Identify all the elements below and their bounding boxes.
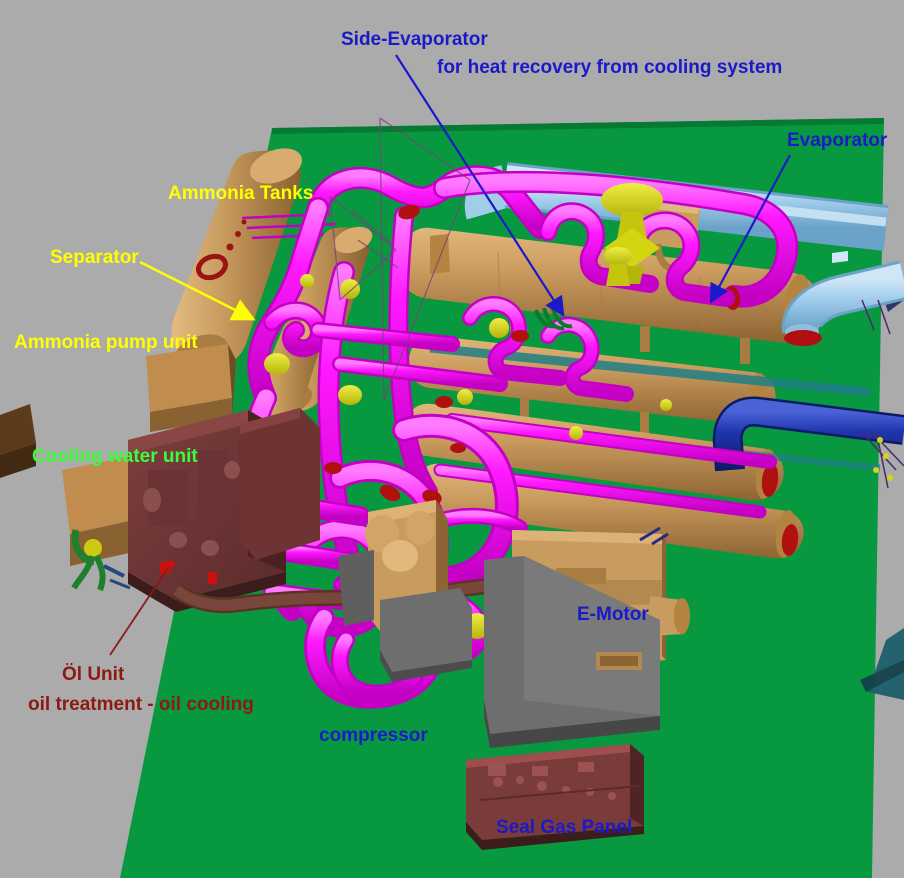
leader-side-evaporator <box>395 54 565 317</box>
dark-blue-pipe <box>712 396 904 472</box>
label-compressor: compressor <box>319 725 428 746</box>
light-blue-duct-elbow <box>781 260 904 346</box>
label-oel-unit: Öl Unit <box>62 664 125 685</box>
compressor-body <box>338 500 472 682</box>
label-ammonia-pump-unit: Ammonia pump unit <box>14 332 198 353</box>
label-e-motor: E-Motor <box>577 604 649 625</box>
leader-evaporator <box>709 154 791 304</box>
label-ammonia-tanks: Ammonia Tanks <box>168 183 314 204</box>
valve-mid-b <box>457 389 473 405</box>
annotation-leaders <box>109 54 791 656</box>
seal-gas-panel-skid <box>466 744 644 850</box>
left-dark-box <box>0 404 36 478</box>
frame-lines <box>329 117 471 401</box>
leader-separator <box>139 260 256 321</box>
valves-yellow <box>264 183 672 639</box>
label-oil-treatment: oil treatment - oil cooling <box>28 694 254 715</box>
valve-tank-a <box>340 279 360 299</box>
valve-tank-c <box>338 385 362 405</box>
right-small-valves <box>873 437 893 481</box>
valve-tank-b <box>264 353 290 375</box>
ammonia-pump-unit-box <box>146 344 236 432</box>
floor-placard <box>832 251 848 263</box>
leader-oel-unit <box>109 564 171 656</box>
oil-unit-skid <box>128 408 320 612</box>
valve-tank-d <box>300 274 314 288</box>
label-evaporator: Evaporator <box>787 130 888 151</box>
right-support-lines <box>859 299 904 489</box>
floor-slab-edge <box>272 118 884 134</box>
leader-oel-unit-tip <box>166 560 176 572</box>
label-side-evaporator: Side-Evaporator <box>341 29 488 50</box>
valve-mid-c <box>569 426 583 440</box>
label-cooling-water-unit: Cooling water unit <box>32 446 198 467</box>
e-motor-body <box>484 526 690 748</box>
valve-mid-d <box>660 399 672 411</box>
label-side-evaporator-subtitle: for heat recovery from cooling system <box>437 57 783 78</box>
valve-mid-a <box>489 318 509 338</box>
valve-small-top <box>604 247 632 286</box>
label-seal-gas-panel: Seal Gas Panel <box>496 817 633 838</box>
label-separator: Separator <box>50 247 139 268</box>
